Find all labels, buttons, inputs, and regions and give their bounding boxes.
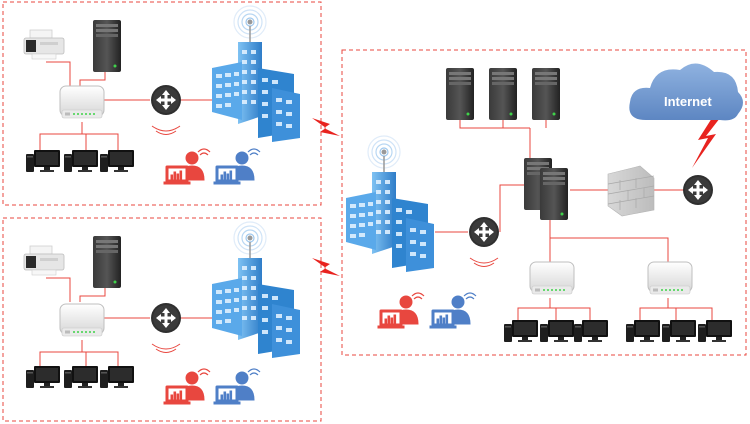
user-red-icon [377,292,425,329]
switch-icon [529,261,575,295]
workstation-icon [574,320,608,342]
user-blue-icon [213,368,261,405]
site-b-boundary [2,217,322,422]
workstation-icon [26,150,60,172]
wan-link-bolt-icon [312,118,340,136]
office-building-icon [211,221,301,359]
workstation-icon [26,366,60,388]
internet-link-bolt-icon [692,118,720,168]
server-icon [532,68,560,120]
router-icon [469,217,499,247]
user-red-icon [163,148,211,185]
workstation-icon [540,320,574,342]
headquarters: Internet [345,63,743,342]
office-building-icon [211,5,301,143]
site-a-boundary [2,1,322,206]
workstation-icon [504,320,538,342]
switch-icon [647,261,693,295]
server-icon [446,68,474,120]
headquarters-boundary [341,49,747,356]
switch-icon [59,303,105,337]
router-icon [151,303,181,333]
workstation-icon [64,366,98,388]
wan-link-bolt-icon [312,258,340,276]
site-b [23,221,301,405]
server-icon [93,20,121,72]
workstation-icon [626,320,660,342]
user-blue-icon [213,148,261,185]
workstation-icon [100,150,134,172]
workstation-icon [100,366,134,388]
workstation-icon [64,150,98,172]
router-icon [151,85,181,115]
firewall-icon [607,165,655,217]
workstation-icon [698,320,732,342]
fax-icon [23,29,65,60]
internet-label: Internet [664,94,712,109]
user-red-icon [163,368,211,405]
core-server-icon [540,168,568,220]
switch-icon [59,85,105,119]
site-a [23,5,301,185]
internet-cloud-icon [629,63,743,121]
office-building-icon [345,135,435,273]
router-icon [683,175,713,205]
workstation-icon [662,320,696,342]
user-blue-icon [429,292,477,329]
fax-icon [23,245,65,276]
connection-lines [39,61,713,366]
server-icon [489,68,517,120]
server-icon [93,236,121,288]
